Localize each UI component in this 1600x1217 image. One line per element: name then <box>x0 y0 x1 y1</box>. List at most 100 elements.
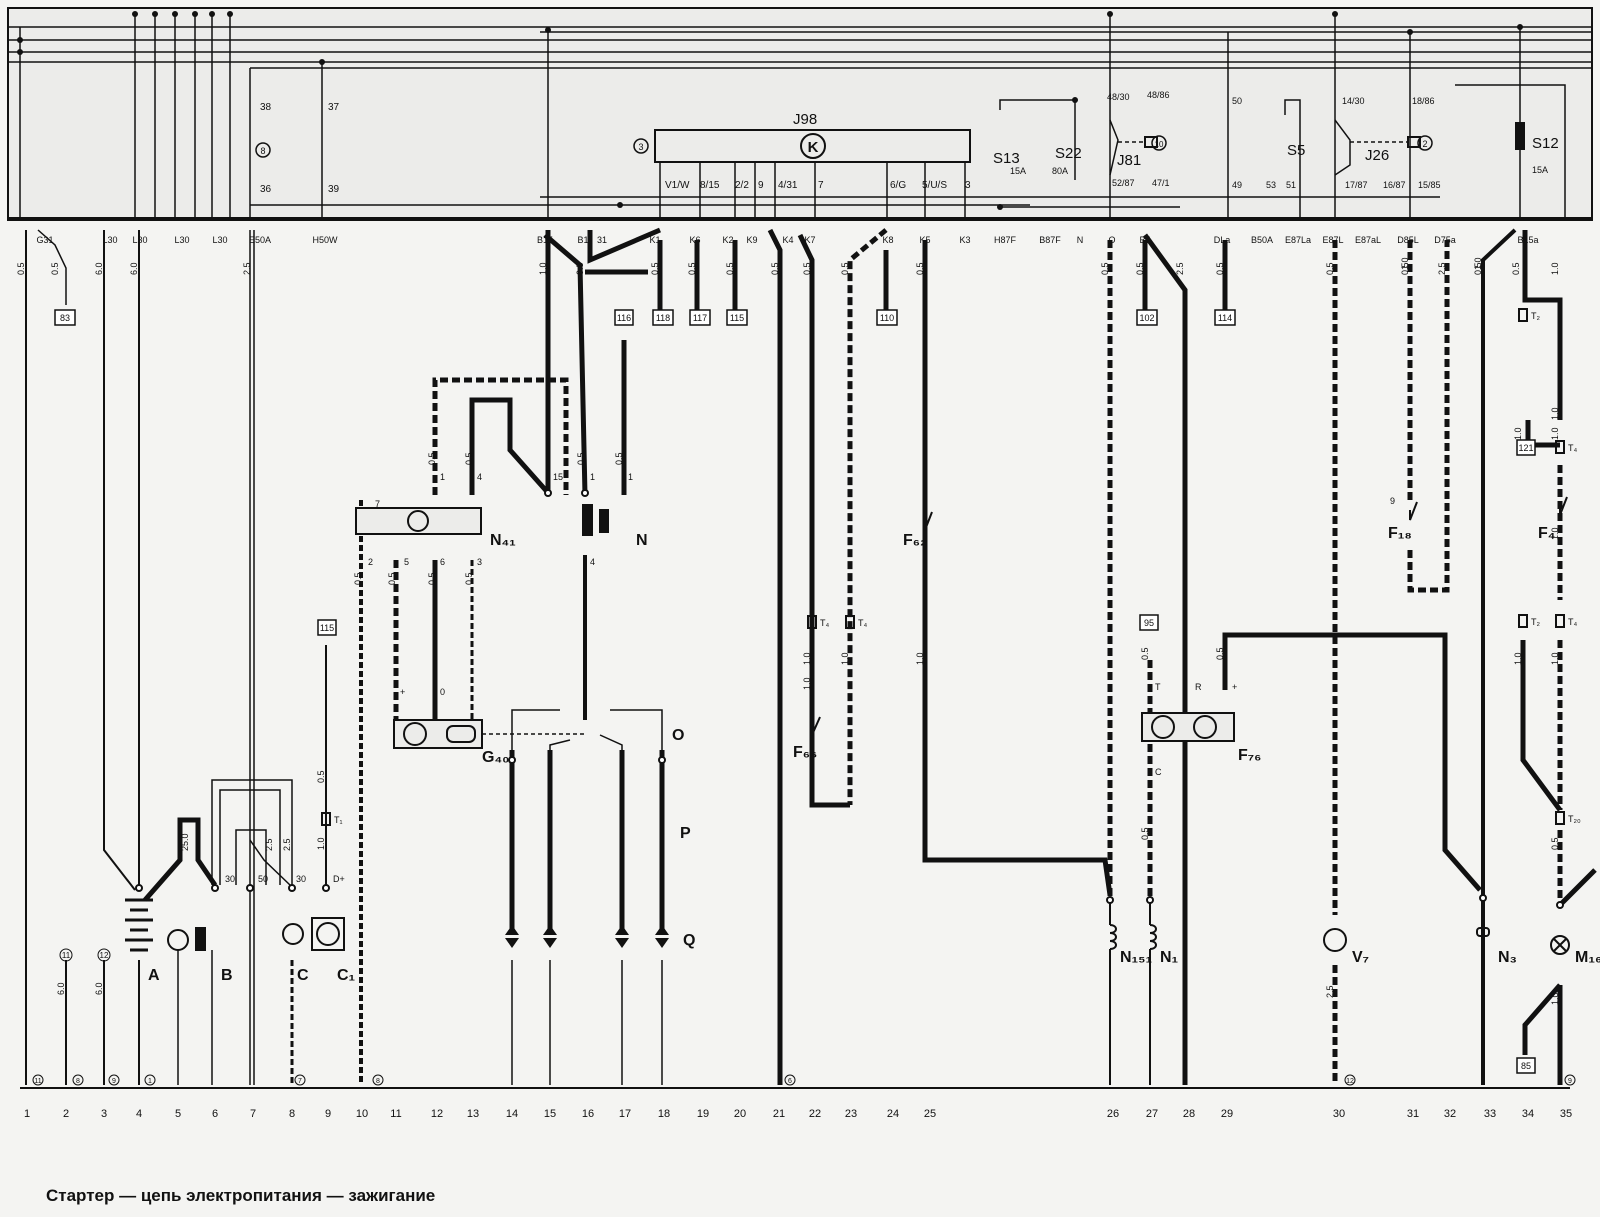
label-t2: T₂ <box>1531 311 1540 321</box>
pin-num: 3 <box>477 557 482 567</box>
column-number: 17 <box>619 1108 631 1120</box>
ground-mark <box>108 1074 120 1086</box>
connector-t2-icon <box>1518 614 1528 628</box>
relay-term: 18/86 <box>1412 96 1435 106</box>
f76-module <box>1141 712 1235 742</box>
switch-f4-icon <box>1559 496 1568 516</box>
column-number: 24 <box>887 1108 899 1120</box>
label-t20: T₂₀ <box>1568 814 1581 824</box>
starter-motor-icon <box>167 929 189 951</box>
pin-num: 1 <box>628 472 633 482</box>
column-number: 15 <box>544 1108 556 1120</box>
pin-num: 0 <box>440 687 445 697</box>
wire-gauge-label: 0.5 <box>915 262 925 275</box>
ref-box-text: 117 <box>693 313 707 323</box>
wire-gauge-label: 0.5 <box>1215 647 1225 660</box>
column-number: 13 <box>467 1108 479 1120</box>
wire-gauge-label: 0.5 <box>1135 262 1145 275</box>
wire-gauge-label: 0.5 <box>614 452 624 465</box>
relay-j81-label: J81 <box>1117 152 1141 169</box>
wire-gauge-label: 1.0 <box>316 837 326 850</box>
label-f4: F₄ <box>1538 525 1555 542</box>
column-number: 9 <box>325 1108 331 1120</box>
column-number: 25 <box>924 1108 936 1120</box>
panel-pin-label: 31 <box>597 235 607 245</box>
pin-num: 9 <box>1390 496 1395 506</box>
circled-number-text: 10 <box>1155 140 1164 149</box>
wire-gauge-label: 0.5 <box>1511 262 1521 275</box>
label-n: N <box>636 532 648 549</box>
reference-boxes <box>54 309 1536 1074</box>
pin-num: 30 <box>296 874 306 884</box>
fuse-s22-label: S22 <box>1055 145 1082 162</box>
wire-gauge-label: 0.5 <box>1100 262 1110 275</box>
n41-k-icon <box>407 510 429 532</box>
relay-term: 50 <box>1232 96 1242 106</box>
wire-gauge-label: 6.0 <box>56 982 66 995</box>
switch-f18-icon <box>1409 501 1418 521</box>
ground-mark <box>372 1074 384 1086</box>
column-number: 33 <box>1484 1108 1496 1120</box>
connector-t4-icon <box>807 615 817 629</box>
ref-box-text: 114 <box>1218 313 1232 323</box>
relay-coil-icon <box>1144 136 1158 148</box>
wire-gauge-label: 0.5 <box>427 572 437 585</box>
wire-gauge-label: 25.0 <box>180 833 190 851</box>
label-n151: N₁₅₁ <box>1120 949 1153 966</box>
connector-t4-icon <box>1555 440 1565 454</box>
label-t4: T₄ <box>858 618 867 628</box>
label-f18: F₁₈ <box>1388 525 1412 542</box>
column-number: 19 <box>697 1108 709 1120</box>
wire-gauge-label: 1.0 <box>1550 262 1560 275</box>
wire-gauge-label: 2.5 <box>1175 262 1185 275</box>
label-o: O <box>672 727 684 744</box>
panel-pin-label: B50A <box>1251 235 1273 245</box>
panel-pin-label: B15 <box>537 235 553 245</box>
pin-num: + <box>400 687 405 697</box>
column-number: 14 <box>506 1108 518 1120</box>
wire-gauge-label: 0.5 <box>387 572 397 585</box>
ground-mark-text: 9 <box>1568 1078 1572 1085</box>
wire-gauge-label: 0.5 <box>725 262 735 275</box>
connector-t1-icon <box>321 812 331 826</box>
wire-gauge-label: 0.5 <box>575 262 585 275</box>
ref-box-text: 85 <box>1521 1061 1531 1071</box>
label-t4: T₄ <box>820 618 829 628</box>
g40-k-icon <box>403 722 427 746</box>
label-t4: T₄ <box>1568 617 1577 627</box>
j98-k-icon <box>800 133 826 159</box>
column-number: 2 <box>63 1108 69 1120</box>
connector-t4-icon <box>845 615 855 629</box>
wire-gauge-label: 1.0 <box>1513 652 1523 665</box>
pin-num: 4 <box>590 557 595 567</box>
wire-gauge-label: 0.5 <box>353 572 363 585</box>
column-number: 6 <box>212 1108 218 1120</box>
panel-pin-label: B1 <box>577 235 588 245</box>
column-number: 22 <box>809 1108 821 1120</box>
pin-num: 50 <box>258 874 268 884</box>
wire-gauge-label: 1.0 <box>840 652 850 665</box>
f76-sensor-icon <box>1193 715 1217 739</box>
ref-box-text: 121 <box>1518 443 1533 453</box>
ground-mark-text: 7 <box>298 1078 302 1085</box>
column-number: 3 <box>101 1108 107 1120</box>
panel-pin-label: H50W <box>312 235 338 245</box>
wire-gauge-label: 0.5 <box>1140 647 1150 660</box>
ground-mark-text: 8 <box>76 1078 80 1085</box>
column-number: 12 <box>431 1108 443 1120</box>
column-number: 7 <box>250 1108 256 1120</box>
circled-number <box>633 138 649 154</box>
relay-panel: K J98 V1/W 8/15 2/2 9 4/31 7 6/G 5/U/S 3… <box>7 7 1593 245</box>
column-number: 30 <box>1333 1108 1345 1120</box>
wire-gauge-label: 6.0 <box>94 982 104 995</box>
ref-box-text: 115 <box>320 623 334 633</box>
label-a: A <box>148 967 160 984</box>
pin-num: 2 <box>368 557 373 567</box>
ignition-coil-icon <box>599 509 609 533</box>
wire-gauge-label: 6.0 <box>129 262 139 275</box>
f76-k-icon <box>1151 715 1175 739</box>
wire-gauge-label: 0.5 <box>1215 262 1225 275</box>
label-n3: N₃ <box>1498 949 1517 966</box>
lamp-icon <box>1550 935 1570 955</box>
ref-circle-text: 12 <box>100 951 109 960</box>
